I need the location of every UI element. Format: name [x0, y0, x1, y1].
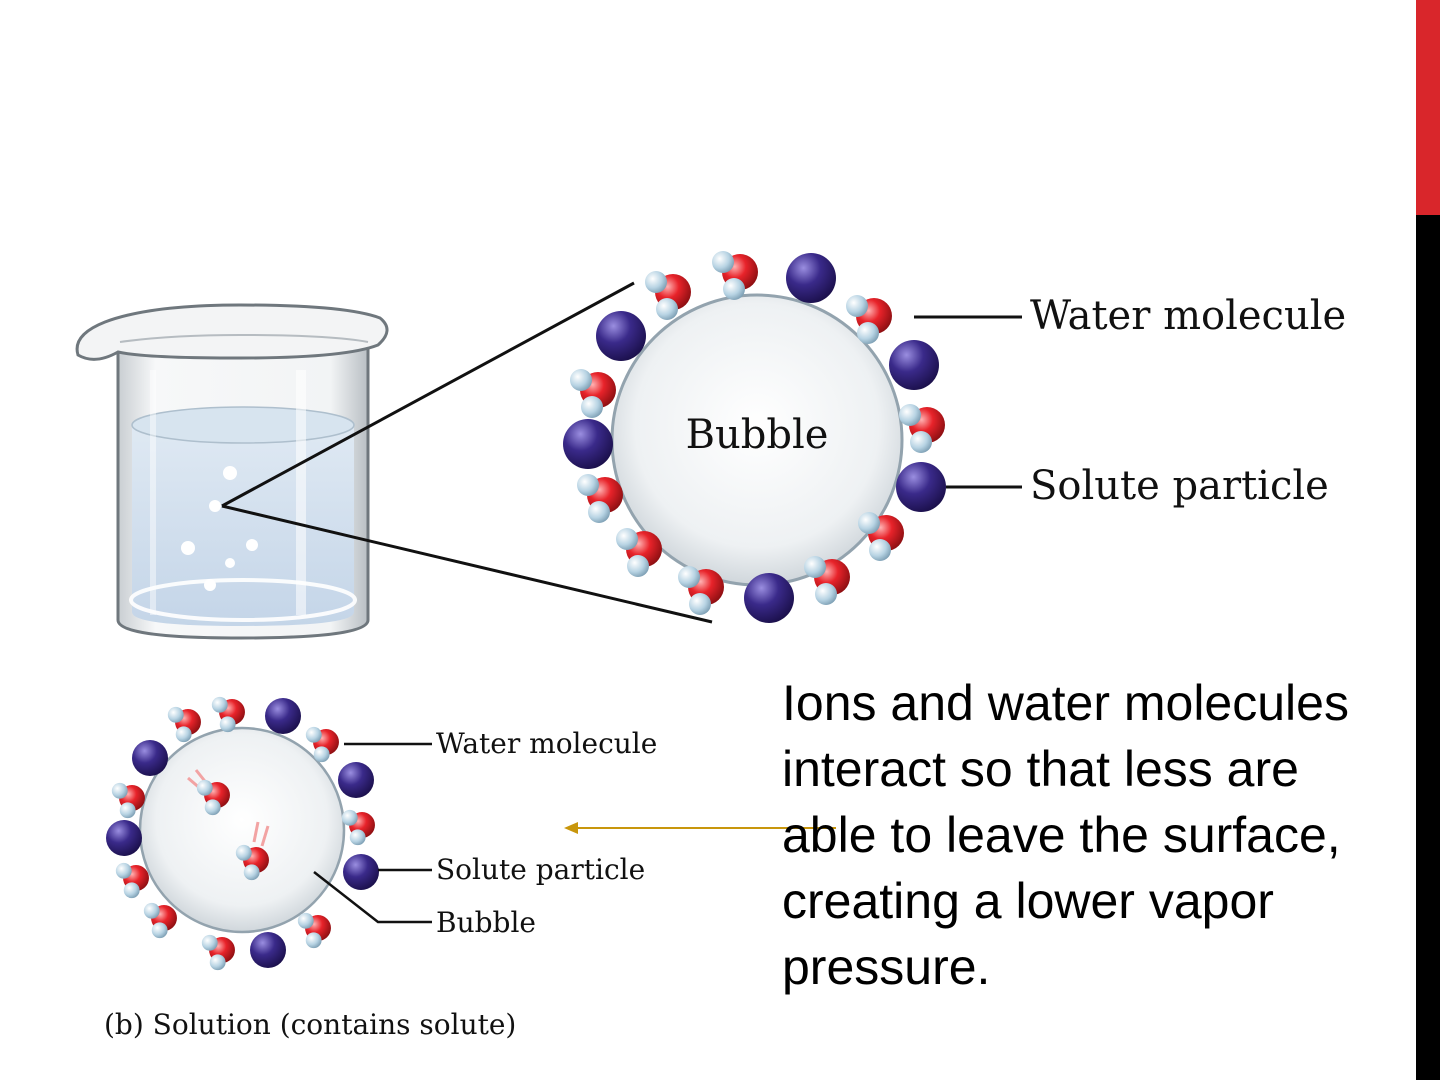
solute-particle — [896, 462, 946, 512]
pointer-arrow — [564, 822, 836, 834]
solute-particle — [132, 740, 168, 776]
bubble-label-small: Bubble — [436, 906, 536, 939]
water-molecule — [712, 251, 758, 300]
side-accent-bar-black — [1416, 215, 1440, 1080]
small-bubble-circle — [138, 726, 346, 934]
solute-particle — [786, 253, 836, 303]
escaping-water-molecule — [235, 821, 270, 881]
zoom-line-lower — [221, 504, 713, 624]
water-molecule — [645, 271, 691, 320]
water-molecule — [899, 404, 945, 453]
water-molecule — [577, 474, 623, 523]
water-molecule — [570, 369, 616, 418]
solute-particle — [889, 340, 939, 390]
water-molecule — [804, 556, 850, 605]
explanation-text: Ions and water molecules interact so tha… — [782, 675, 1349, 995]
solute-particle-label-small: Solute particle — [436, 853, 645, 886]
side-accent-bar-red — [1416, 0, 1440, 215]
large-bubble-diagram: Bubble Water molecule Solute particle — [563, 251, 1346, 623]
small-bubble-diagram: Water molecule Solute particle Bubble (b… — [104, 696, 657, 1041]
bubble-label: Bubble — [686, 412, 829, 458]
water-molecule — [678, 566, 724, 615]
water-molecule — [201, 934, 235, 971]
water-molecule — [616, 528, 662, 577]
solute-particle — [250, 932, 286, 968]
solute-particle — [106, 820, 142, 856]
solute-particle — [596, 311, 646, 361]
escaping-water-molecule — [187, 769, 230, 816]
solute-particle — [563, 419, 613, 469]
bubble-leader-line-small — [313, 871, 432, 924]
water-molecule — [115, 862, 149, 899]
water-molecule — [111, 782, 145, 819]
solute-particle — [265, 698, 301, 734]
water-molecule — [143, 902, 177, 939]
solute-particle — [744, 573, 794, 623]
water-molecule — [341, 809, 375, 846]
solute-particle — [343, 854, 379, 890]
solute-particle-label: Solute particle — [1030, 463, 1329, 509]
water-molecule-label-small: Water molecule — [436, 727, 657, 760]
water-molecule — [167, 706, 201, 743]
water-molecule-label: Water molecule — [1030, 293, 1346, 339]
solute-particle — [338, 762, 374, 798]
beaker — [75, 303, 389, 640]
zoom-line-upper — [221, 281, 635, 508]
water-molecule — [297, 912, 331, 949]
figure-caption: (b) Solution (contains solute) — [104, 1008, 516, 1041]
